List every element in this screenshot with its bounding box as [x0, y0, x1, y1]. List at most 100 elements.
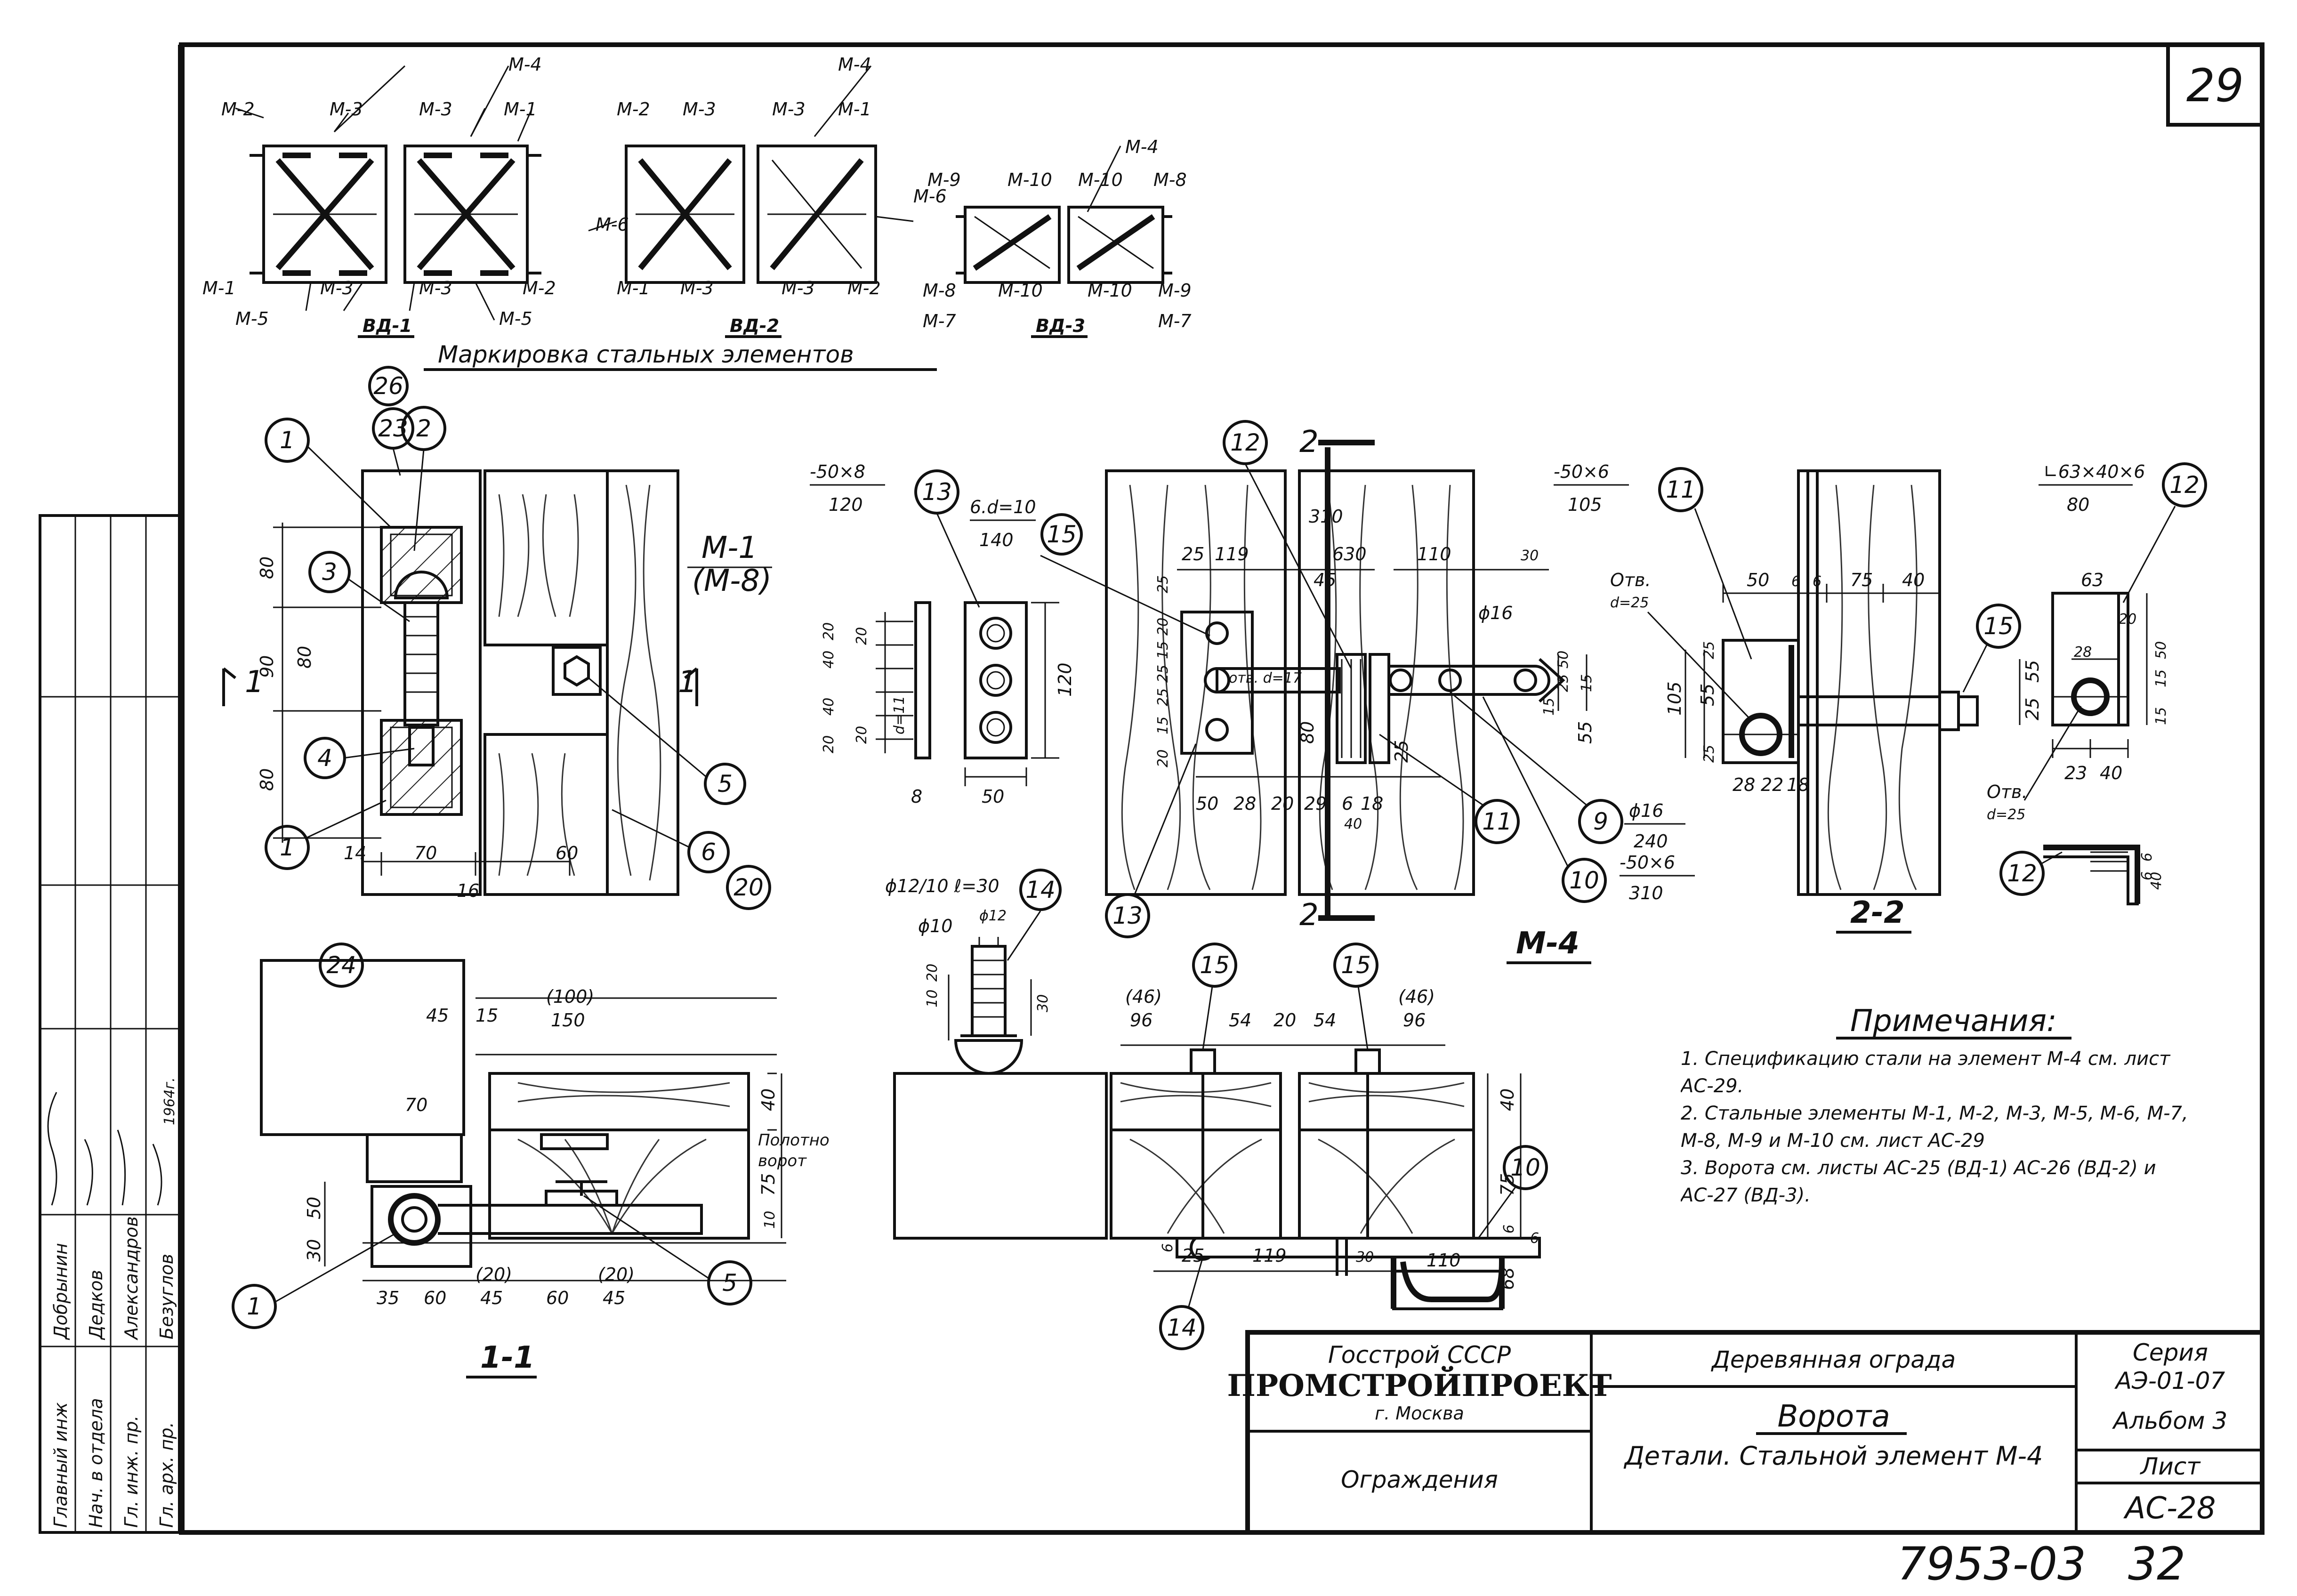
vd2-bottom-label-1: М-1 — [617, 278, 650, 298]
vd1-bottom-sub-1: М-5 — [235, 308, 269, 329]
s11-dim-45: 45 — [426, 1005, 449, 1026]
hinge-dim-80c: 80 — [257, 768, 277, 791]
angle12-dim-63: 63 — [2081, 570, 2104, 590]
angle12-hole-dia: d=25 — [1987, 806, 2025, 823]
tb-series-label: Серия — [2133, 1339, 2208, 1366]
s22-caption: 2-2 — [1850, 895, 1905, 930]
strip13-drawing — [876, 601, 1059, 786]
m4-rod-spec-bottom: ϕ16 — [1629, 800, 1663, 821]
m4-callout-9: 9 — [1593, 808, 1608, 835]
angle12-dim-40b: 40 — [2148, 872, 2165, 890]
strip13-dim-20b: 20 — [854, 627, 870, 645]
vd1-bottom-label-3: М-3 — [419, 278, 452, 298]
angle12-dim-6b: 6 — [2139, 871, 2155, 880]
plan-dim-54b: 54 — [1314, 1010, 1336, 1031]
m4-dim-119: 119 — [1215, 544, 1249, 564]
section-plan — [893, 1044, 1541, 1310]
m4-dim-25f: 25 — [1155, 665, 1171, 683]
m4-callout-11b: 11 — [1482, 808, 1512, 835]
s22-dim-40: 40 — [1902, 570, 1925, 590]
s22-dim-55: 55 — [1697, 684, 1718, 706]
notes-title: Примечания: — [1850, 1004, 2057, 1039]
vd1-bottom-label-1: М-1 — [202, 278, 236, 298]
angle12-dim-28: 28 — [2074, 644, 2092, 661]
s22-spec-top: -50×6 — [1554, 461, 1609, 482]
hinge-callout-1b: 1 — [280, 834, 295, 861]
bolt-drawing — [948, 937, 1032, 1075]
hinge-element-label: М-1 — [701, 531, 758, 565]
bolt-dim-d10: ϕ10 — [918, 916, 952, 936]
plan-callout-15b: 15 — [1341, 951, 1371, 979]
vd3-bottom-sub-2: М-7 — [1158, 311, 1192, 331]
s22-hole-dia: d=25 — [1610, 595, 1649, 611]
page-number: 32 — [2128, 1538, 2185, 1590]
m4-cut-mark-bottom: 2 — [1299, 898, 1319, 933]
strip13-dim-20d: 20 — [854, 726, 870, 744]
plan-dim-6a: 6 — [1501, 1225, 1517, 1233]
s11-dim-150: 150 — [551, 1010, 585, 1031]
plan-dim-54a: 54 — [1229, 1010, 1251, 1031]
bolt-dim-30: 30 — [1035, 994, 1051, 1012]
strip13-dim-40b: 40 — [821, 698, 837, 716]
angle12-dim-40a: 40 — [2100, 763, 2122, 783]
s11-dim-70: 70 — [405, 1095, 427, 1115]
stamp-role-2: Нач. в отдела — [86, 1398, 106, 1528]
hinge-callout-4: 4 — [317, 744, 332, 772]
m4-dim-45: 45 — [1314, 570, 1336, 590]
m4-strip-len: 310 — [1629, 883, 1663, 903]
plan-dim-75: 75 — [1497, 1173, 1518, 1196]
vd3-top-label-1: М-9 — [927, 169, 961, 190]
vd2-top-label-4: М-1 — [838, 99, 871, 120]
tb-org-city: г. Москва — [1375, 1403, 1464, 1424]
hinge-callout-26: 26 — [373, 372, 403, 400]
hinge-dim-80a: 80 — [257, 556, 277, 579]
angle12-spec-len: 80 — [2067, 494, 2089, 515]
marking-panel-vd1 — [235, 65, 541, 321]
hinge-section — [222, 469, 698, 896]
hinge-callout-23: 23 — [378, 415, 408, 442]
plan-dim-46a: (46) — [1125, 986, 1162, 1007]
s22-dim-25a: 25 — [1701, 641, 1717, 659]
m4-dim-80: 80 — [1297, 721, 1318, 744]
tb-project: Деревянная ограда — [1711, 1346, 1956, 1373]
stamp-name-4: Безуглов — [156, 1254, 177, 1339]
s11-dim-20a: (20) — [476, 1264, 512, 1285]
vd1-bottom-sub-2: М-5 — [499, 308, 532, 329]
s11-callout-24: 24 — [326, 951, 356, 979]
side-stamp-names: Добрынин Дедков Александров Безуглов 196… — [47, 1077, 178, 1341]
angle12-dim-50: 50 — [2153, 641, 2169, 659]
m4-callout-10: 10 — [1569, 867, 1599, 894]
s11-dim-75: 75 — [758, 1173, 779, 1196]
tb-series-value: АЭ-01-07 — [2114, 1367, 2225, 1394]
m4-dim-50: 50 — [1555, 651, 1572, 669]
m4-dim-15b: 15 — [1579, 674, 1595, 692]
s22-dim-22: 22 — [1761, 774, 1783, 795]
vd3-bottom-label-3: М-10 — [1088, 280, 1132, 301]
sheet-frame — [178, 42, 2265, 1535]
stamp-role-3: Гл. инж. пр. — [121, 1415, 142, 1528]
m4-dim-25b: 25 — [1555, 674, 1572, 692]
s11-dim-45c: 45 — [603, 1288, 625, 1308]
hinge-element-label-alt: (М-8) — [692, 564, 772, 598]
m4-dim-25e: 25 — [1155, 688, 1171, 706]
m4-dim-20: 20 — [1271, 793, 1294, 814]
vd3-top-label-4: М-8 — [1153, 169, 1187, 190]
strip13-dim-20a: 20 — [821, 622, 837, 640]
angle12-dim-23: 23 — [2064, 763, 2087, 783]
hinge-cut-mark-right: 1 — [678, 665, 697, 700]
m4-callout-11: 11 — [1666, 476, 1696, 503]
strip13-dim-50: 50 — [982, 786, 1004, 807]
hinge-callout-20: 20 — [733, 874, 764, 901]
m4-view — [1105, 440, 1588, 921]
vd3-top-label-2: М-10 — [1007, 169, 1052, 190]
s11-dim-60a: 60 — [424, 1288, 446, 1308]
hinge-dim-60: 60 — [556, 843, 578, 863]
hinge-dim-14: 14 — [344, 843, 366, 863]
plan-callout-15a: 15 — [1200, 951, 1230, 979]
m4-dim-40: 40 — [1344, 816, 1362, 832]
angle12-dim-15b: 15 — [2153, 707, 2169, 725]
plan-dim-119: 119 — [1252, 1245, 1287, 1266]
m4-dim-310: 310 — [1309, 506, 1343, 527]
note-item-3: 3. Ворота см. листы АС-25 (ВД-1) АС-26 (… — [1681, 1157, 2156, 1206]
